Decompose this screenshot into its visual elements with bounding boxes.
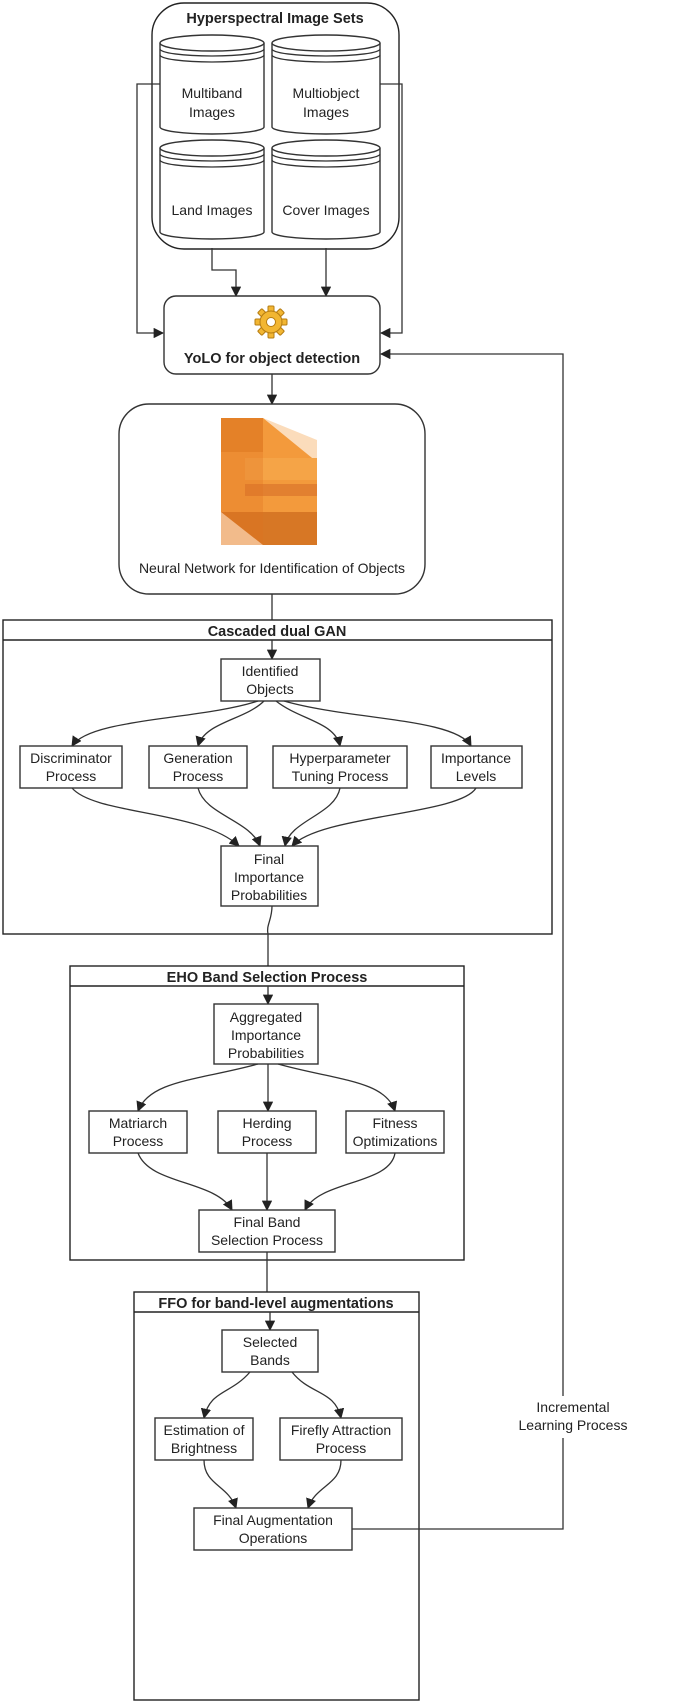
importance-levels-line-2: Levels <box>456 768 496 784</box>
multiband-images-database: Multiband Images <box>159 34 265 135</box>
ffo-section: FFO for band-level augmentations Selecte… <box>133 1291 420 1701</box>
db1-line-2: Images <box>189 104 235 120</box>
discriminator-process-box <box>19 745 123 789</box>
firefly-line-2: Process <box>316 1440 367 1456</box>
brightness-line-1: Estimation of <box>164 1422 245 1438</box>
ffo-frame <box>133 1291 420 1701</box>
aggregated-line-1: Aggregated <box>230 1009 302 1025</box>
db2-line-1: Multiobject <box>293 85 360 101</box>
yolo-node: YoLO for object detection <box>163 295 381 375</box>
brightness-line-2: Brightness <box>171 1440 237 1456</box>
final-band-line-1: Final Band <box>234 1214 301 1230</box>
aggregated-importance-box <box>213 1003 319 1065</box>
final-augmentation-line-2: Operations <box>239 1530 307 1546</box>
neural-network-node: Neural Network for Identification of Obj… <box>118 403 426 595</box>
herding-process-box <box>217 1110 317 1154</box>
gan-frame <box>2 619 553 935</box>
selected-bands-box <box>221 1329 319 1373</box>
multiobject-images-database: Multiobject Images <box>271 34 381 135</box>
yolo-label: YoLO for object detection <box>184 351 360 367</box>
hyperparameter-line-1: Hyperparameter <box>289 750 390 766</box>
aggregated-line-3: Probabilities <box>228 1045 304 1061</box>
herding-line-2: Process <box>242 1133 293 1149</box>
selected-bands-line-1: Selected <box>243 1334 297 1350</box>
gan-section: Cascaded dual GAN Identified Objects Dis… <box>2 619 553 935</box>
firefly-attraction-box <box>279 1417 403 1461</box>
hyperparameter-tuning-box <box>272 745 408 789</box>
importance-levels-box <box>430 745 523 789</box>
neural-network-label: Neural Network for Identification of Obj… <box>139 560 405 576</box>
db1-line-1: Multiband <box>182 85 243 101</box>
discriminator-line-1: Discriminator <box>30 750 112 766</box>
feedback-label-line-1: Incremental <box>536 1399 609 1415</box>
ffo-title: FFO for band-level augmentations <box>158 1296 393 1312</box>
selected-bands-line-2: Bands <box>250 1352 290 1368</box>
generation-line-1: Generation <box>163 750 232 766</box>
neural-network-icon <box>221 418 317 545</box>
matriarch-line-1: Matriarch <box>109 1115 167 1131</box>
hyperspectral-arrows <box>136 83 403 339</box>
eho-section: EHO Band Selection Process Aggregated Im… <box>69 965 465 1261</box>
cover-images-database: Cover Images <box>271 139 381 240</box>
final-importance-line-3: Probabilities <box>231 887 307 903</box>
eho-title: EHO Band Selection Process <box>167 970 368 986</box>
discriminator-line-2: Process <box>46 768 97 784</box>
importance-levels-line-1: Importance <box>441 750 511 766</box>
final-band-selection-box <box>198 1209 336 1253</box>
identified-objects-box <box>220 658 321 702</box>
final-augmentation-line-1: Final Augmentation <box>213 1512 333 1528</box>
hyperparameter-line-2: Tuning Process <box>292 768 389 784</box>
identified-objects-line-1: Identified <box>242 663 299 679</box>
fitness-line-1: Fitness <box>372 1115 417 1131</box>
matriarch-line-2: Process <box>113 1133 164 1149</box>
hyperspectral-frame <box>151 2 400 250</box>
gear-icon <box>254 305 288 339</box>
final-importance-line-1: Final <box>254 851 284 867</box>
gan-title: Cascaded dual GAN <box>208 624 347 640</box>
db4-line-1: Cover Images <box>282 202 369 218</box>
hyperspectral-title: Hyperspectral Image Sets <box>186 11 363 27</box>
incremental-learning-feedback: Incremental Learning Process <box>352 348 630 1530</box>
generation-line-2: Process <box>173 768 224 784</box>
db3-line-1: Land Images <box>172 202 253 218</box>
feedback-label-line-2: Learning Process <box>519 1417 628 1433</box>
aggregated-line-2: Importance <box>231 1027 301 1043</box>
land-images-database: Land Images <box>159 139 265 240</box>
hyperspectral-image-sets-group: Hyperspectral Image Sets Multiband Image… <box>151 2 400 250</box>
db2-line-2: Images <box>303 104 349 120</box>
herding-line-1: Herding <box>242 1115 291 1131</box>
feedback-arrow <box>352 348 564 1530</box>
fitness-line-2: Optimizations <box>353 1133 438 1149</box>
final-band-line-2: Selection Process <box>211 1232 323 1248</box>
identified-objects-line-2: Objects <box>246 681 293 697</box>
matriarch-process-box <box>88 1110 188 1154</box>
firefly-line-1: Firefly Attraction <box>291 1422 391 1438</box>
connector-gan-to-eho <box>266 905 273 966</box>
final-importance-line-2: Importance <box>234 869 304 885</box>
generation-process-box <box>148 745 248 789</box>
final-importance-probabilities-box <box>220 845 319 907</box>
